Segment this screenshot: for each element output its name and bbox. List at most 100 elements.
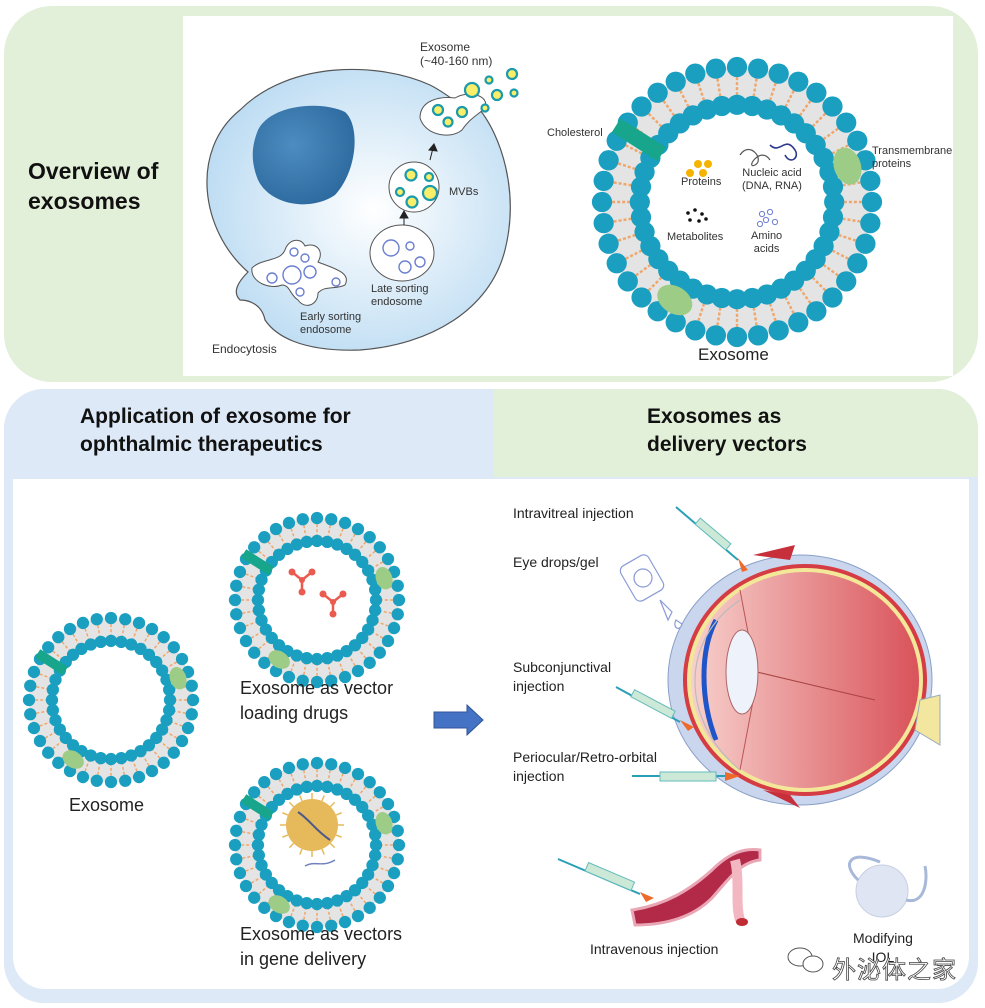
- lipid-head: [252, 583, 266, 596]
- lipid-head: [381, 552, 395, 566]
- delivery-header-bg: [494, 389, 978, 477]
- dna-helix-icon: [769, 143, 798, 161]
- lipid-tail: [358, 894, 367, 904]
- lipid-head: [104, 634, 118, 648]
- iol-line1: Modifying: [853, 930, 913, 946]
- lipid-head: [49, 714, 62, 727]
- lipid-head: [104, 752, 118, 766]
- lipid-head: [46, 683, 60, 696]
- lipid-head: [392, 593, 406, 607]
- lipid-tail: [842, 181, 861, 187]
- lipid-tail: [348, 656, 356, 667]
- needle-tips: [640, 558, 748, 902]
- lipid-head: [233, 866, 247, 880]
- lipid-head: [300, 780, 313, 794]
- lipid-head: [252, 604, 266, 617]
- protein-dot: [686, 169, 694, 177]
- lipid-tail: [373, 561, 384, 569]
- lipid-head: [46, 704, 60, 717]
- lipid-tail: [338, 906, 344, 917]
- lipid-head: [255, 573, 268, 586]
- lipid-head: [381, 634, 395, 648]
- lipid-tail: [348, 533, 356, 544]
- lipid-tail: [39, 673, 50, 679]
- lipid-tail: [36, 686, 47, 690]
- lipid-head: [52, 756, 65, 769]
- late-sorting-line2: endosome: [371, 296, 423, 308]
- lipid-tail: [381, 610, 392, 614]
- nucleic-line2: (DNA, RNA): [742, 180, 802, 192]
- lipid-head: [373, 541, 386, 554]
- lipid-head: [296, 919, 309, 932]
- amino-acid-dot: [766, 208, 774, 216]
- lipid-head: [368, 583, 382, 596]
- lipid-tail: [267, 541, 276, 551]
- lipid-head: [119, 774, 132, 787]
- lipid-head: [145, 622, 159, 636]
- lipid-head: [788, 71, 809, 92]
- lipid-tail: [358, 649, 367, 659]
- early-sorting-endosome: [251, 239, 347, 306]
- lipid-tail: [245, 818, 256, 824]
- exosome-contents: [686, 143, 798, 228]
- lipid-head: [163, 693, 177, 707]
- overview-title-line1: Overview of: [28, 158, 159, 184]
- lipid-head: [711, 95, 732, 117]
- lipid-head: [296, 513, 309, 526]
- drug-atom: [298, 588, 306, 596]
- lipid-head: [591, 191, 613, 213]
- lipid-head: [282, 516, 296, 530]
- amino-acid-dot: [762, 216, 770, 224]
- lipid-head: [119, 613, 132, 626]
- mvb-vesicles: [394, 168, 439, 209]
- lipid-tail: [358, 541, 367, 551]
- lipid-head: [296, 674, 309, 687]
- lipid-head: [258, 531, 271, 544]
- lipid-tail: [121, 764, 125, 775]
- lipid-head: [233, 565, 247, 579]
- drug-loading-line2: loading drugs: [240, 703, 349, 723]
- amino-line2: acids: [753, 243, 780, 255]
- watermark-text: 外泌体之家: [832, 956, 957, 985]
- lipid-head: [822, 287, 843, 308]
- protein-dot: [694, 160, 702, 168]
- lipid-tail: [662, 100, 675, 116]
- lipid-tail: [142, 633, 150, 644]
- lipid-head: [860, 170, 881, 192]
- virus-spike: [288, 842, 295, 849]
- lipid-tail: [366, 641, 376, 650]
- lipid-tail: [327, 664, 331, 675]
- lipid-tail: [327, 525, 331, 536]
- lipid-head: [49, 673, 62, 686]
- mvbs-label: MVBs: [449, 186, 479, 198]
- lipid-head: [53, 723, 67, 736]
- gene-delivery-line2: in gene delivery: [240, 949, 367, 969]
- lipid-head: [239, 634, 253, 648]
- lipid-tail: [242, 586, 253, 590]
- lipid-head: [296, 758, 309, 771]
- subconjunctival-line1: Subconjunctival: [513, 659, 612, 675]
- lipid-tail: [617, 234, 636, 242]
- exosome-structure-caption: Exosome: [698, 345, 769, 364]
- transmembrane-protein: [268, 895, 290, 914]
- lipid-head: [361, 809, 375, 822]
- lipid-tail: [258, 641, 268, 650]
- lipid-head: [351, 522, 365, 536]
- lipid-tail: [378, 866, 389, 872]
- lipid-head: [338, 761, 352, 775]
- lipid-head: [629, 191, 650, 213]
- lipid-head: [75, 642, 88, 656]
- lipid-head: [369, 838, 383, 852]
- lipid-head: [228, 838, 242, 852]
- lipid-head: [593, 170, 614, 192]
- lipid-head: [747, 58, 769, 79]
- lipid-head: [248, 646, 261, 659]
- transmembrane-protein: [375, 811, 393, 835]
- lipid-tail: [613, 217, 632, 223]
- lipid-head: [321, 896, 334, 910]
- lipid-tail: [303, 664, 307, 675]
- iol-line2: IOL: [871, 949, 895, 965]
- lipid-head: [861, 191, 883, 213]
- virus-spike: [299, 795, 303, 802]
- lipid-head: [255, 614, 268, 627]
